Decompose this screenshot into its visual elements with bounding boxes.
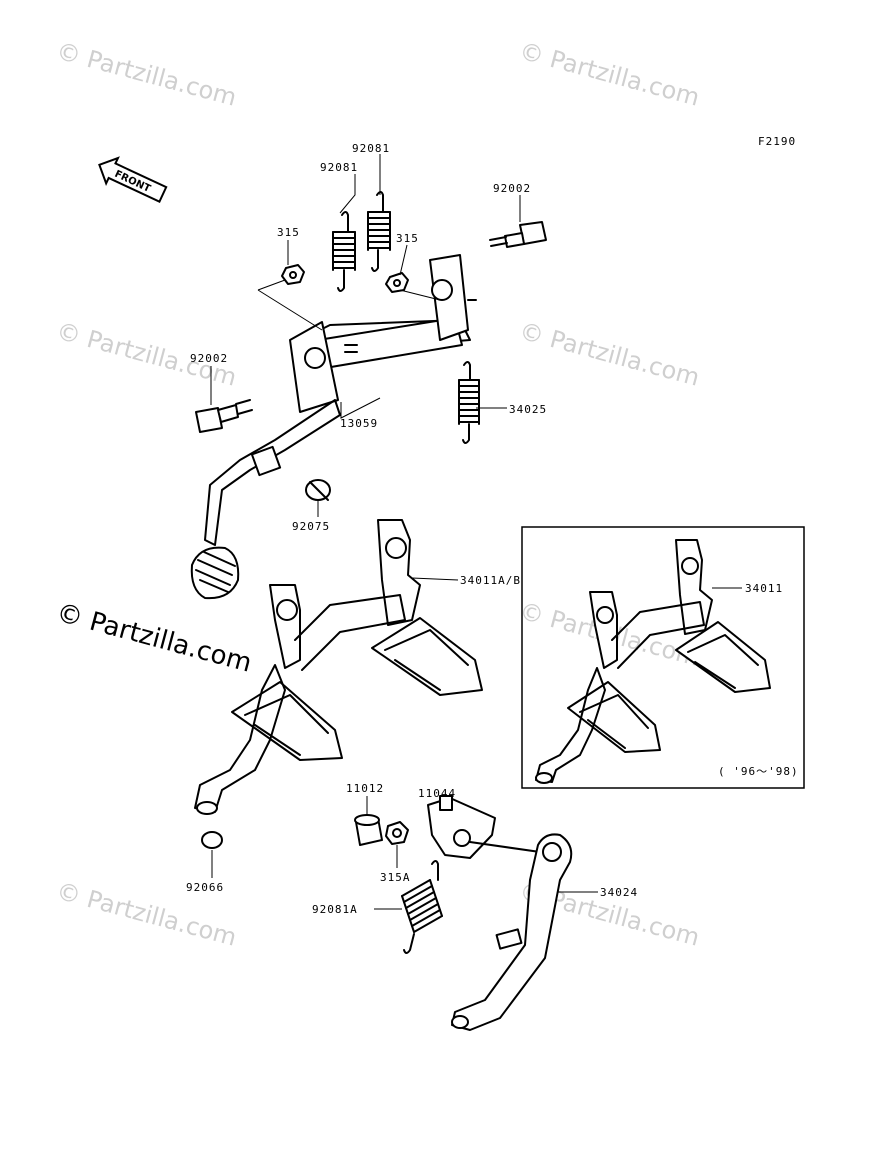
bracket-11044-icon [427,795,541,859]
pivot-bracket-assembly-icon [289,254,477,413]
side-stand-34024-icon [451,833,573,1031]
leader-lines [210,154,742,910]
nut-315a-icon [385,821,409,845]
kick-lever-icon [190,399,341,600]
spring-34025-icon [458,361,480,444]
part-label: 315 [277,226,300,239]
part-label: 92066 [186,881,224,894]
part-label: 34011 [745,582,783,595]
inset-box [521,526,805,789]
cap-92066-icon [201,831,223,849]
part-label: 34011A/B [460,574,521,587]
spring-92081-right-icon [367,191,391,272]
part-label: 34025 [509,403,547,416]
watermark-brand: © Partzilla.com [53,598,255,679]
part-label: 13059 [340,417,378,430]
center-stand-34011-inset-icon [535,539,771,784]
part-label: 92081A [312,903,358,916]
part-label: 92081 [352,142,390,155]
cap-92075-icon [305,479,331,501]
bolt-92002-left-icon [195,399,253,433]
watermark: © Partzilla.com [516,317,702,392]
part-label: 11012 [346,782,384,795]
front-arrow-icon: FRONT [98,156,168,203]
part-label: 92081 [320,161,358,174]
part-label: 315 [396,232,419,245]
watermark: © Partzilla.com [53,37,239,112]
bolt-92002-right-icon [489,221,547,248]
spring-92081a-icon [401,860,443,954]
figure-code: F2190 [758,135,796,148]
part-label: 92002 [190,352,228,365]
part-label: 315A [380,871,411,884]
part-label: 11044 [418,787,456,800]
part-labels: 92081 92081 92002 315 315 92002 13059 34… [186,142,783,916]
center-stand-34011ab-icon [194,519,483,815]
partzilla-logo-watermark: © Partzilla.com [53,598,255,679]
inset-year-note: ( '96～'98) [718,765,799,778]
watermark: © Partzilla.com [516,37,702,112]
part-label: 92075 [292,520,330,533]
bushing-11012-icon [354,814,383,846]
watermarks: © Partzilla.com © Partzilla.com © Partzi… [53,37,702,952]
nut-315-right-icon [385,272,409,293]
nut-315-left-icon [281,264,305,285]
part-label: 34024 [600,886,638,899]
spring-92081-left-icon [332,211,356,292]
part-label: 92002 [493,182,531,195]
